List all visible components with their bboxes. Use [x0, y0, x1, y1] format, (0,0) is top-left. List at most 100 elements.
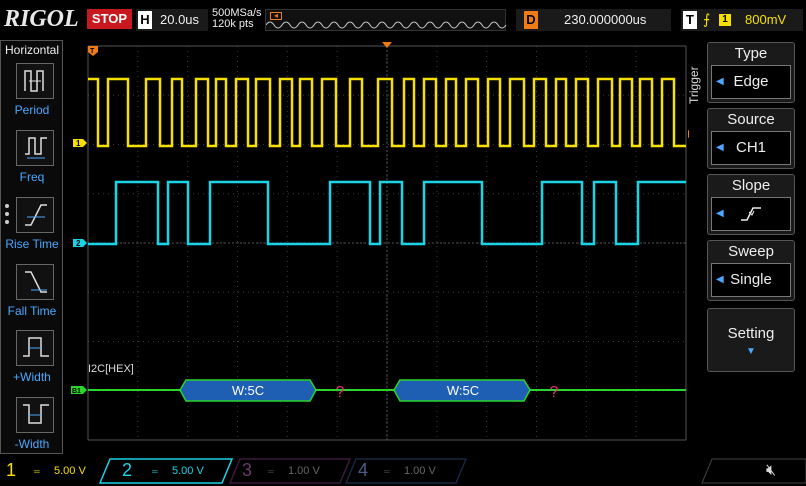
menu-type-value: ◀Edge	[711, 65, 791, 99]
channel-4-scale: 1.00 V	[404, 465, 436, 477]
measure-rise-time[interactable]: Rise Time	[1, 197, 63, 263]
trigger-position-icon: ◂	[270, 12, 282, 20]
positive-width-icon	[16, 330, 54, 366]
ch1-marker[interactable]: 1	[73, 139, 87, 148]
channel-1-number: 1	[6, 460, 17, 480]
measure-fall-time[interactable]: Fall Time	[1, 264, 63, 330]
measure-rise-time-label: Rise Time	[5, 237, 59, 251]
measure-freq[interactable]: Freq	[1, 130, 63, 196]
freq-icon	[16, 130, 54, 166]
sample-rate: 500MSa/s	[212, 7, 262, 19]
channel-4-number: 4	[358, 460, 369, 480]
trigger-box[interactable]: T ⨍ 1 800mV	[681, 9, 803, 31]
channel-bar: 1 ═ 5.00 V 2 ═ 5.00 V 3 ═ 1.00 V 4 ═ 1.0…	[0, 456, 806, 486]
dc-coupling-icon: ═	[384, 467, 390, 476]
measure-negative-width-label: -Width	[14, 437, 50, 451]
rising-slope-icon	[741, 207, 761, 221]
trigger-level: 800mV	[745, 12, 787, 27]
menu-type[interactable]: Type ◀Edge	[707, 42, 795, 103]
brand-logo: RIGOL	[4, 6, 79, 32]
panel-title: Horizontal	[4, 43, 60, 57]
channel-2-tab[interactable]: 2 ═ 5.00 V	[112, 458, 222, 484]
packet-1[interactable]: W:5C	[179, 379, 317, 402]
timebase-label: H	[138, 11, 152, 29]
svg-text:T: T	[90, 48, 95, 55]
dc-coupling-icon: ═	[34, 467, 40, 476]
error-mark-1: ?	[336, 384, 345, 401]
trigger-time-marker[interactable]: T	[88, 46, 98, 56]
negative-width-icon	[16, 397, 54, 433]
ch1-trace	[88, 77, 686, 148]
channel-tabs-shapes	[98, 458, 806, 484]
measure-period-label: Period	[14, 103, 50, 117]
measure-freq-label: Freq	[19, 170, 45, 184]
fall-time-icon	[16, 264, 54, 300]
menu-sweep-title: Sweep	[728, 243, 774, 260]
menu-slope[interactable]: Slope ◀	[707, 174, 795, 235]
waveform-display[interactable]: W:5C ? W:5C ? I2C[HEX] 1 2 B1 T T	[63, 40, 689, 454]
acquisition-info: 500MSa/s 120k pts	[212, 8, 262, 30]
packet-1-text: W:5C	[232, 383, 264, 398]
period-icon	[16, 63, 54, 99]
channel-4-tab[interactable]: 4 ═ 1.00 V	[350, 458, 460, 484]
timebase-box[interactable]: H 20.0us	[136, 9, 208, 31]
left-arrow-icon: ◀	[716, 142, 724, 153]
menu-source[interactable]: Source ◀CH1	[707, 108, 795, 169]
horizontal-measure-panel: Horizontal Period Freq Rise Time Fall Ti…	[0, 40, 63, 454]
menu-section-label: Trigger	[687, 66, 701, 104]
down-arrow-icon: ▼	[746, 346, 756, 357]
run-stop-status[interactable]: STOP	[87, 9, 132, 29]
measure-negative-width[interactable]: -Width	[1, 397, 63, 463]
svg-text:1: 1	[76, 139, 81, 148]
graticule	[87, 45, 687, 441]
left-arrow-icon: ◀	[716, 76, 724, 87]
setting-label: Setting	[727, 325, 775, 342]
menu-slope-value: ◀	[711, 197, 791, 231]
left-arrow-icon: ◀	[716, 208, 724, 219]
delay-label: D	[524, 11, 538, 29]
memory-depth: 120k pts	[212, 18, 254, 30]
delay-box[interactable]: D 230.000000us	[516, 9, 671, 31]
trigger-menu: Trigger Type ◀Edge Source ◀CH1 Slope ◀ S…	[687, 40, 806, 454]
dc-coupling-icon: ═	[268, 467, 274, 476]
trigger-position-marker	[382, 42, 392, 48]
trigger-level-marker[interactable]: T	[688, 130, 689, 139]
menu-type-title: Type	[734, 45, 768, 62]
rise-time-icon	[16, 197, 54, 233]
decoder-label: I2C[HEX]	[88, 363, 134, 375]
delay-value: 230.000000us	[564, 12, 647, 27]
speaker-mute-icon[interactable]: 🔇︎	[766, 462, 777, 479]
channel-2-scale: 5.00 V	[172, 465, 204, 477]
channel-1-scale: 5.00 V	[54, 465, 86, 477]
channel-3-tab[interactable]: 3 ═ 1.00 V	[234, 458, 344, 484]
memory-navigator[interactable]: ◂	[265, 9, 507, 31]
menu-source-value: ◀CH1	[711, 131, 791, 165]
packet-2[interactable]: W:5C	[393, 379, 531, 402]
trigger-channel: 1	[719, 14, 731, 26]
measure-period[interactable]: Period	[1, 63, 63, 129]
measure-fall-time-label: Fall Time	[7, 304, 57, 318]
ch2-trace	[88, 180, 686, 246]
menu-sweep-value: ◀Single	[711, 263, 791, 297]
dc-coupling-icon: ═	[152, 467, 158, 476]
error-mark-2: ?	[550, 384, 559, 401]
measure-positive-width-label: +Width	[13, 370, 51, 384]
waveform-overview-icon	[266, 21, 507, 29]
menu-setting-button[interactable]: Setting ▼	[707, 308, 795, 372]
menu-source-title: Source	[727, 111, 775, 128]
bus-marker[interactable]: B1	[71, 386, 87, 395]
left-arrow-icon: ◀	[716, 274, 724, 285]
svg-text:2: 2	[76, 239, 81, 248]
ch2-marker[interactable]: 2	[73, 239, 87, 248]
menu-sweep[interactable]: Sweep ◀Single	[707, 240, 795, 301]
channel-3-scale: 1.00 V	[288, 465, 320, 477]
menu-slope-title: Slope	[731, 177, 771, 194]
channel-1-tab[interactable]: 1 ═ 5.00 V	[0, 458, 100, 484]
measure-positive-width[interactable]: +Width	[1, 330, 63, 396]
timebase-value: 20.0us	[160, 12, 200, 27]
channel-2-number: 2	[122, 460, 133, 480]
packet-2-text: W:5C	[447, 383, 479, 398]
svg-text:B1: B1	[72, 388, 81, 395]
channel-3-number: 3	[242, 460, 253, 480]
page-dots	[5, 204, 9, 228]
